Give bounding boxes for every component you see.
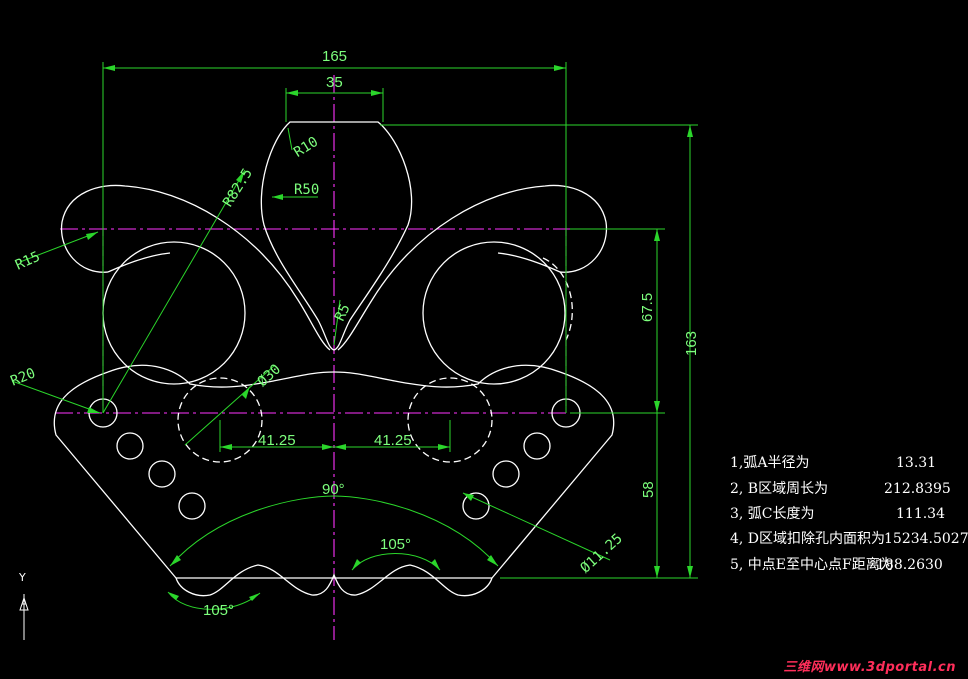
dim-angle-105-top: 105° (380, 536, 411, 553)
part-outline (53, 121, 615, 597)
dim-dia11-25: Ø11.25 (578, 531, 626, 577)
dimension-lines (11, 62, 698, 610)
dim-offset-left: 41.25 (258, 432, 296, 449)
left-upper-lobe (60, 184, 331, 351)
note-4-label: 4, D区域扣除孔内面积为 (730, 531, 885, 547)
dim-top-35: 35 (326, 74, 343, 91)
note-5-value: 188.2630 (876, 557, 943, 573)
dimension-text: 165 35 R10 R50 R82.5 R15 R20 R5 Ø30 41.2… (8, 48, 700, 619)
note-3-value: 111.34 (896, 506, 945, 522)
note-2-label: 2, B区域周长为 (730, 481, 828, 497)
right-dashed-circle (407, 377, 493, 463)
dim-height-67-5: 67.5 (639, 293, 656, 322)
bottom-scallops (175, 564, 493, 597)
notes-list: 1,弧A半径为 13.31 2, B区域周长为 212.8395 3, 弧C长度… (730, 455, 968, 573)
note-3-label: 3, 弧C长度为 (730, 506, 815, 522)
right-large-hole (422, 241, 566, 385)
dim-dia30: Ø30 (255, 361, 285, 390)
dim-angle-90: 90° (322, 481, 345, 498)
dim-offset-right: 41.25 (374, 432, 412, 449)
note-1-value: 13.31 (896, 455, 936, 471)
lower-body (107, 364, 615, 579)
note-1-label: 1,弧A半径为 (730, 455, 809, 471)
dim-width-165: 165 (322, 48, 347, 65)
left-dashed-circle (177, 377, 263, 463)
dim-r10: R10 (291, 134, 321, 161)
watermark: 三维网www.3dportal.cn (783, 660, 956, 675)
centerlines (55, 75, 615, 640)
dim-r82-5: R82.5 (220, 166, 256, 210)
note-2-value: 212.8395 (884, 481, 951, 497)
dim-angle-105-bottom: 105° (203, 602, 234, 619)
dim-r15: R15 (13, 249, 43, 274)
central-drop (260, 121, 413, 351)
dim-height-58: 58 (640, 481, 657, 498)
ucs-icon: Y (18, 571, 29, 640)
note-4-value: 15234.5027 (884, 531, 968, 547)
dim-r50: R50 (294, 182, 319, 198)
ucs-y-label: Y (18, 571, 26, 584)
left-large-hole (102, 241, 246, 385)
dim-r5: R5 (332, 302, 354, 324)
dim-height-163: 163 (683, 331, 700, 356)
right-upper-lobe (337, 184, 608, 351)
note-5-label: 5, 中点E至中心点F距离为 (730, 556, 894, 573)
dim-r20: R20 (8, 365, 37, 389)
